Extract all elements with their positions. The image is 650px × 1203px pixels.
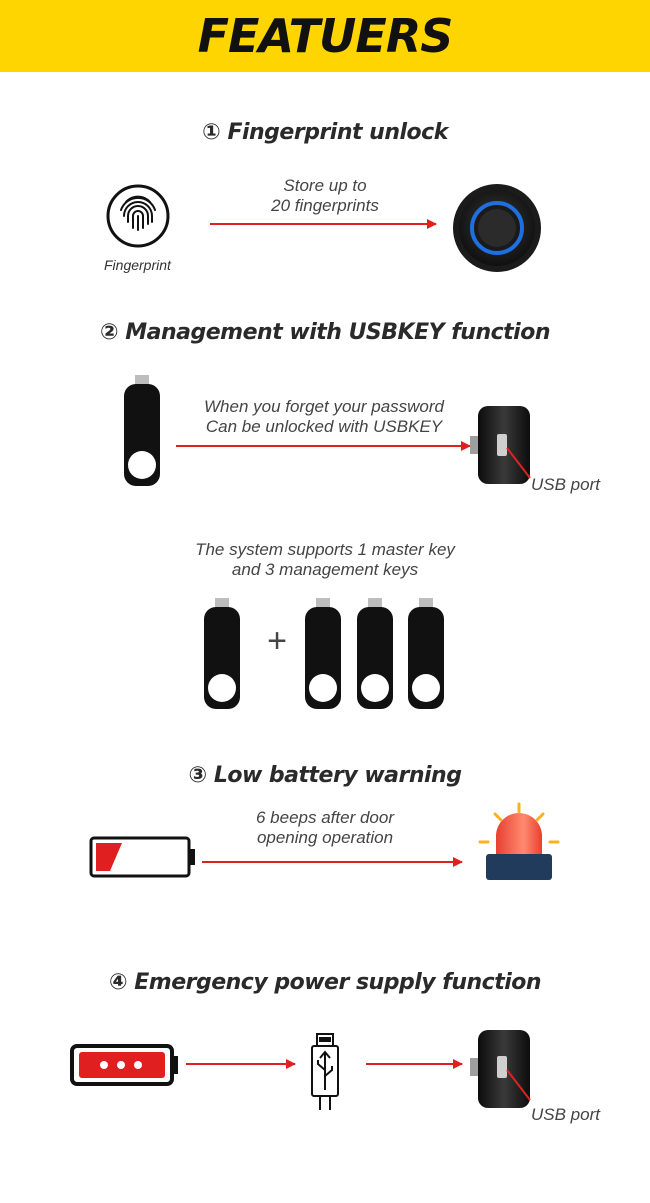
- note-line: When you forget your password: [203, 397, 444, 416]
- section-title-fingerprint: ① Fingerprint unlock: [202, 120, 448, 145]
- section-title-emergency: ④ Emergency power supply function: [108, 970, 542, 995]
- lock-cylinder-icon: [470, 406, 531, 484]
- power-bank-icon: [70, 1044, 178, 1086]
- usb-plug-icon: [311, 1033, 339, 1110]
- note-line: and 3 management keys: [231, 560, 419, 579]
- usbkey-note: When you forget your password Can be unl…: [176, 397, 472, 437]
- usb-key-icon: [124, 375, 160, 486]
- keys-note: The system supports 1 master key and 3 m…: [150, 540, 500, 580]
- usb-port-label: USB port: [531, 1105, 600, 1124]
- plus-sign: +: [267, 622, 287, 660]
- page-title: FEATUERS: [197, 9, 454, 63]
- management-key-icon: [305, 598, 341, 709]
- note-line: Store up to: [283, 176, 367, 195]
- low-battery-icon: [89, 836, 195, 878]
- note-line: The system supports 1 master key: [195, 540, 455, 559]
- management-key-icon: [357, 598, 393, 709]
- note-line: opening operation: [256, 828, 394, 847]
- note-line: 6 beeps after door: [256, 808, 394, 827]
- management-key-icon: [408, 598, 444, 709]
- usb-port-label: USB port: [531, 475, 600, 494]
- battery-note: 6 beeps after door opening operation: [215, 808, 435, 848]
- header-banner: FEATUERS: [0, 0, 650, 72]
- alarm-light-icon: [478, 802, 560, 880]
- section-title-usbkey: ② Management with USBKEY function: [99, 320, 551, 345]
- fingerprint-note: Store up to 20 fingerprints: [220, 176, 430, 216]
- fingerprint-label: Fingerprint: [104, 257, 171, 273]
- note-line: Can be unlocked with USBKEY: [205, 417, 443, 436]
- note-line: 20 fingerprints: [271, 196, 379, 215]
- fingerprint-reader-icon: [453, 184, 541, 272]
- master-key-icon: [204, 598, 240, 709]
- lock-cylinder-icon: [470, 1030, 531, 1108]
- fingerprint-icon: [106, 184, 170, 248]
- section-title-battery: ③ Low battery warning: [188, 763, 462, 788]
